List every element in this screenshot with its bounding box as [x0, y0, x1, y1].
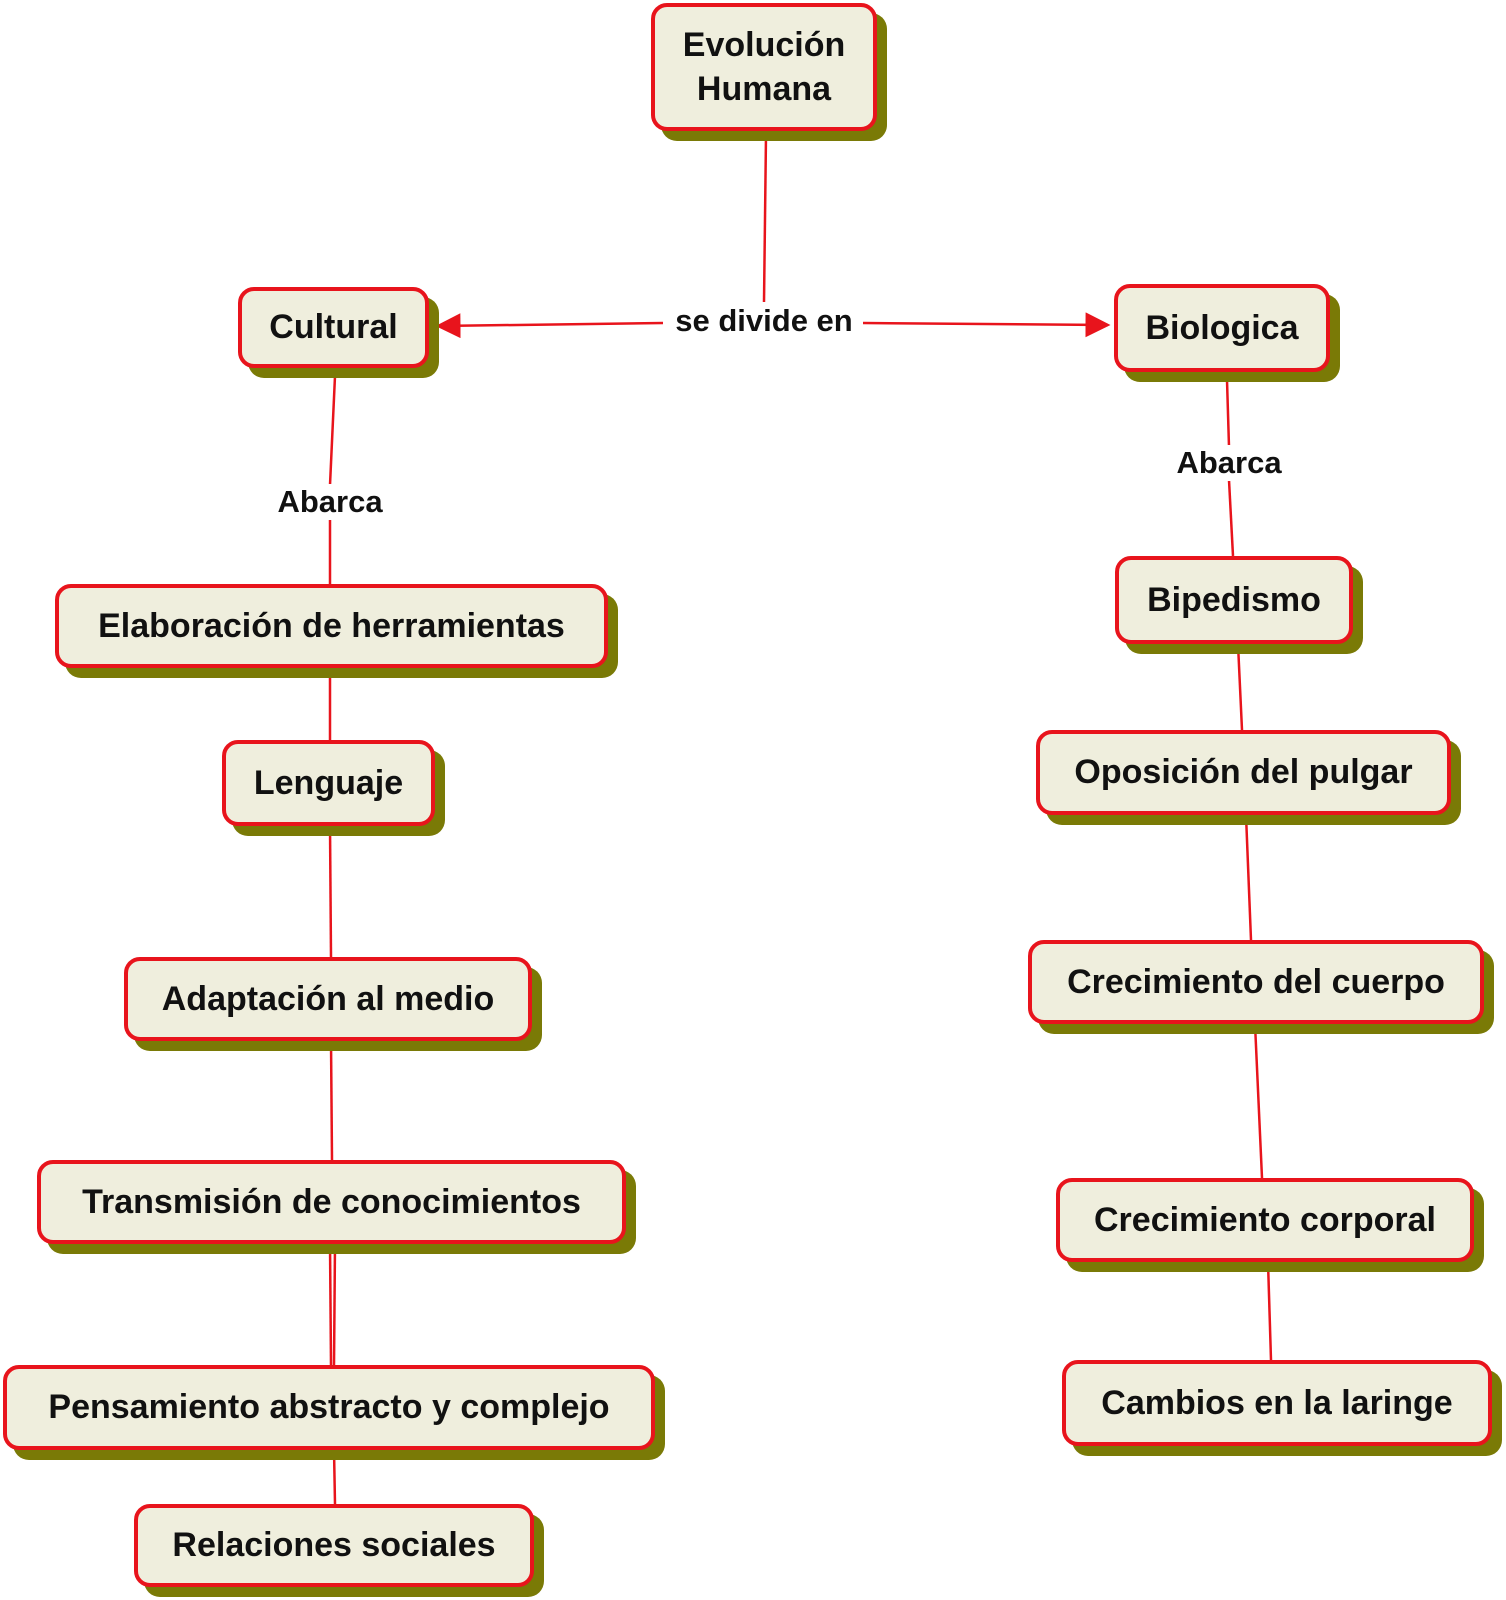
node-bipedismo[interactable]: Bipedismo: [1115, 556, 1353, 644]
node-biologica[interactable]: Biologica: [1114, 284, 1330, 372]
link-adaptacion-transmision: [329, 1040, 334, 1161]
link-pensamiento-relaciones: [332, 1449, 337, 1505]
link-cultural-abarca: [328, 375, 337, 486]
node-lenguaje[interactable]: Lenguaje: [222, 740, 435, 826]
node-crecimiento-corporal[interactable]: Crecimiento corporal: [1056, 1178, 1474, 1262]
link-abarca-bipedismo: [1227, 479, 1235, 557]
link-lenguaje-adaptacion: [328, 825, 333, 958]
link-label-abarca-cultural: Abarca: [273, 484, 387, 520]
node-cultural[interactable]: Cultural: [238, 287, 429, 368]
node-crecimiento-cuerpo[interactable]: Crecimiento del cuerpo: [1028, 940, 1484, 1024]
link-label-abarca-biologica: Abarca: [1172, 445, 1286, 481]
node-pensamiento-abstracto[interactable]: Pensamiento abstracto y complejo: [3, 1365, 655, 1450]
node-elaboracion-herramientas[interactable]: Elaboración de herramientas: [55, 584, 608, 668]
link-bipedismo-pulgar: [1236, 643, 1244, 731]
node-evolucion-humana[interactable]: Evolución Humana: [651, 3, 877, 131]
link-transmision-pensamiento-a: [328, 1243, 333, 1366]
node-oposicion-pulgar[interactable]: Oposición del pulgar: [1036, 730, 1451, 815]
node-transmision-conocimientos[interactable]: Transmisión de conocimientos: [37, 1160, 626, 1244]
link-label-se-divide-en: se divide en: [671, 303, 857, 339]
node-relaciones-sociales[interactable]: Relaciones sociales: [134, 1504, 534, 1587]
arrow-to-biologica: [862, 312, 1111, 338]
link-transmision-pensamiento-b: [332, 1243, 337, 1366]
link-pulgar-cuerpo: [1244, 814, 1253, 941]
link-corporal-laringe: [1266, 1261, 1273, 1361]
node-cambios-laringe[interactable]: Cambios en la laringe: [1062, 1360, 1492, 1446]
node-adaptacion-medio[interactable]: Adaptación al medio: [124, 957, 532, 1041]
link-cuerpo-corporal: [1253, 1023, 1264, 1179]
arrow-to-cultural: [435, 313, 664, 339]
link-root-divide: [762, 134, 768, 303]
link-biologica-abarca: [1225, 379, 1231, 448]
